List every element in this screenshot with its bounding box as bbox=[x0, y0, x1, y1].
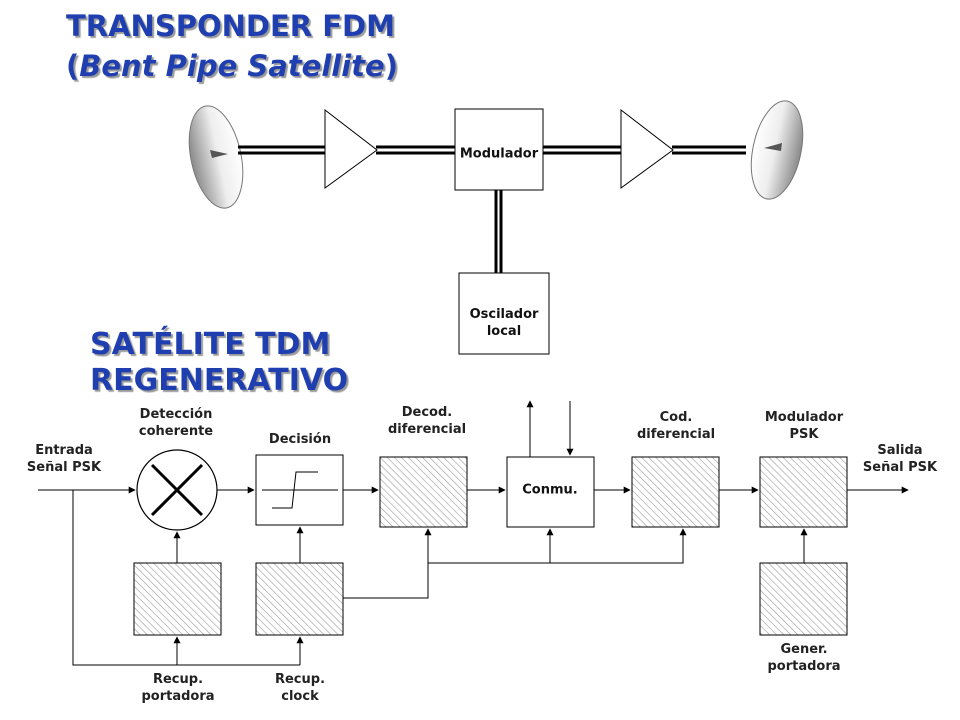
tdm-title: SATÉLITE TDM bbox=[90, 327, 331, 362]
clock-recovery-block bbox=[255, 562, 344, 636]
fdm-subtitle: (Bent Pipe Satellite) bbox=[66, 49, 398, 83]
antenna-left-icon bbox=[188, 105, 244, 209]
carrier-generator-label: Gener.portadora bbox=[767, 642, 841, 674]
amplifier-right-icon bbox=[620, 108, 674, 189]
switch-label: Conmu. bbox=[522, 482, 578, 498]
modulator-label: Modulador bbox=[459, 146, 539, 162]
diff-coder-label: Cod.diferencial bbox=[636, 410, 716, 442]
diff-decoder-label: Decod.diferencial bbox=[387, 405, 467, 437]
carrier-recovery-block bbox=[133, 562, 222, 636]
modulator-block bbox=[454, 108, 544, 191]
diff-decoder-block bbox=[379, 456, 468, 528]
clock-recovery-label: Recup.clock bbox=[274, 672, 326, 704]
tdm-subtitle: REGENERATIVO bbox=[90, 363, 349, 398]
multiplier-icon bbox=[136, 449, 218, 531]
decision-label: Decisión bbox=[268, 432, 332, 447]
fdm-title: TRANSPONDER FDM bbox=[66, 9, 395, 43]
psk-modulator-block bbox=[759, 456, 848, 528]
antenna-right-icon bbox=[750, 100, 804, 200]
decision-step-icon bbox=[262, 471, 338, 509]
diff-coder-block bbox=[631, 456, 720, 528]
fdm-link-lines bbox=[238, 145, 746, 273]
amplifier-left-icon bbox=[324, 108, 378, 189]
carrier-recovery-label: Recup.portadora bbox=[141, 672, 215, 704]
oscillator-block bbox=[458, 272, 550, 355]
tdm-signal-lines bbox=[38, 400, 909, 666]
oscillator-label: Oscilador local bbox=[469, 307, 539, 339]
switch-block bbox=[506, 456, 595, 528]
carrier-generator-block bbox=[759, 562, 848, 636]
